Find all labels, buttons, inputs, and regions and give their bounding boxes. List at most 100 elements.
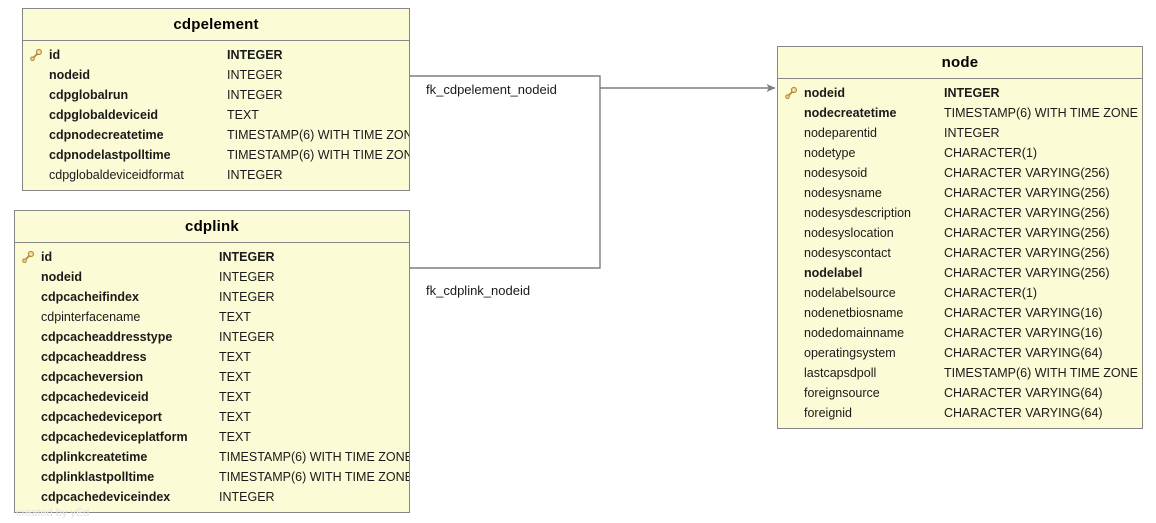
attribute-row: nodeid INTEGER <box>23 65 409 85</box>
attribute-name: nodeid <box>49 68 90 82</box>
attribute-name: cdpcacheifindex <box>41 290 139 304</box>
entity-title-cdpelement: cdpelement <box>23 9 409 41</box>
attribute-type: TIMESTAMP(6) WITH TIME ZONE <box>227 128 409 142</box>
attribute-type: INTEGER <box>227 68 283 82</box>
entity-title-cdplink: cdplink <box>15 211 409 243</box>
attribute-name: id <box>49 48 61 62</box>
attribute-row: nodeparentid INTEGER <box>778 123 1142 143</box>
primary-key-icon <box>778 86 804 100</box>
attribute-name: cdpglobaldeviceid <box>49 108 159 122</box>
attribute-name: nodecreatetime <box>804 106 897 120</box>
attribute-row: cdpcachedeviceindex INTEGER <box>15 487 409 507</box>
attribute-type: INTEGER <box>227 48 283 62</box>
attribute-row: cdpcacheaddress TEXT <box>15 347 409 367</box>
attribute-row: id INTEGER <box>23 45 409 65</box>
attribute-row: lastcapsdpoll TIMESTAMP(6) WITH TIME ZON… <box>778 363 1142 383</box>
attribute-type: TEXT <box>227 108 259 122</box>
attribute-row: cdpglobaldeviceidformat INTEGER <box>23 165 409 185</box>
attribute-row: nodesysname CHARACTER VARYING(256) <box>778 183 1142 203</box>
attribute-name: cdpcachedeviceplatform <box>41 430 188 444</box>
attribute-name: cdpcacheversion <box>41 370 144 384</box>
attribute-name: nodesyscontact <box>804 246 891 260</box>
attribute-name: lastcapsdpoll <box>804 366 877 380</box>
attribute-type: CHARACTER VARYING(16) <box>944 306 1103 320</box>
attribute-type: CHARACTER VARYING(256) <box>944 226 1110 240</box>
attribute-name: cdpglobalrun <box>49 88 129 102</box>
attribute-row: nodesyslocation CHARACTER VARYING(256) <box>778 223 1142 243</box>
attribute-type: INTEGER <box>219 290 275 304</box>
attribute-name: cdpnodelastpolltime <box>49 148 171 162</box>
diagram-watermark: created by yEd <box>16 507 90 519</box>
entity-table-cdplink[interactable]: cdplink id INTEGER nodeid INTEGER cdpcac… <box>14 210 410 513</box>
attribute-type: TEXT <box>219 370 251 384</box>
attribute-name: operatingsystem <box>804 346 896 360</box>
attribute-type: INTEGER <box>219 330 275 344</box>
attribute-name: foreignsource <box>804 386 880 400</box>
attribute-row: foreignid CHARACTER VARYING(64) <box>778 403 1142 423</box>
attribute-row: nodesysoid CHARACTER VARYING(256) <box>778 163 1142 183</box>
attribute-type: INTEGER <box>227 88 283 102</box>
attribute-type: CHARACTER VARYING(64) <box>944 346 1103 360</box>
attribute-type: CHARACTER(1) <box>944 146 1038 160</box>
attribute-name: nodeid <box>41 270 82 284</box>
attribute-row: nodeid INTEGER <box>778 83 1142 103</box>
attribute-name: cdplinkcreatetime <box>41 450 148 464</box>
attribute-name: nodelabel <box>804 266 863 280</box>
attribute-row: cdpcacheaddresstype INTEGER <box>15 327 409 347</box>
attribute-type: TIMESTAMP(6) WITH TIME ZONE <box>944 366 1138 380</box>
attribute-row: cdpcachedeviceid TEXT <box>15 387 409 407</box>
entity-table-node[interactable]: node nodeid INTEGER nodecreatetime TIMES… <box>777 46 1143 429</box>
attribute-row: cdpinterfacename TEXT <box>15 307 409 327</box>
attribute-type: TIMESTAMP(6) WITH TIME ZONE <box>219 450 409 464</box>
attribute-type: INTEGER <box>944 86 1000 100</box>
attribute-type: CHARACTER VARYING(64) <box>944 406 1103 420</box>
attribute-type: CHARACTER VARYING(256) <box>944 206 1110 220</box>
attribute-row: nodesysdescription CHARACTER VARYING(256… <box>778 203 1142 223</box>
attribute-row: nodelabel CHARACTER VARYING(256) <box>778 263 1142 283</box>
attribute-row: nodenetbiosname CHARACTER VARYING(16) <box>778 303 1142 323</box>
attribute-row: nodedomainname CHARACTER VARYING(16) <box>778 323 1142 343</box>
attribute-type: TEXT <box>219 350 251 364</box>
attribute-type: CHARACTER VARYING(256) <box>944 266 1110 280</box>
attribute-type: TEXT <box>219 410 251 424</box>
entity-attributes-cdplink: id INTEGER nodeid INTEGER cdpcacheifinde… <box>15 243 409 512</box>
attribute-type: INTEGER <box>227 168 283 182</box>
attribute-name: cdpcacheaddresstype <box>41 330 173 344</box>
attribute-name: cdpcachedeviceindex <box>41 490 171 504</box>
attribute-type: CHARACTER VARYING(256) <box>944 186 1110 200</box>
relationship-label-fk-cdplink-nodeid: fk_cdplink_nodeid <box>426 283 531 298</box>
attribute-row: operatingsystem CHARACTER VARYING(64) <box>778 343 1142 363</box>
attribute-name: cdpcachedeviceid <box>41 390 149 404</box>
entity-attributes-node: nodeid INTEGER nodecreatetime TIMESTAMP(… <box>778 79 1142 428</box>
relationship-label-fk-cdpelement-nodeid: fk_cdpelement_nodeid <box>426 82 557 97</box>
attribute-type: TEXT <box>219 430 251 444</box>
attribute-name: foreignid <box>804 406 852 420</box>
attribute-name: cdplinklastpolltime <box>41 470 155 484</box>
attribute-name: cdpglobaldeviceidformat <box>49 168 184 182</box>
attribute-type: TEXT <box>219 310 251 324</box>
attribute-type: CHARACTER VARYING(16) <box>944 326 1103 340</box>
attribute-type: TIMESTAMP(6) WITH TIME ZONE <box>219 470 409 484</box>
attribute-row: cdpnodecreatetime TIMESTAMP(6) WITH TIME… <box>23 125 409 145</box>
entity-table-cdpelement[interactable]: cdpelement id INTEGER nodeid INTEGER cdp… <box>22 8 410 191</box>
attribute-name: nodeid <box>804 86 845 100</box>
attribute-row: nodeid INTEGER <box>15 267 409 287</box>
attribute-row: cdplinkcreatetime TIMESTAMP(6) WITH TIME… <box>15 447 409 467</box>
attribute-name: nodeparentid <box>804 126 877 140</box>
primary-key-icon <box>23 48 49 62</box>
attribute-row: cdpglobalrun INTEGER <box>23 85 409 105</box>
attribute-row: cdplinklastpolltime TIMESTAMP(6) WITH TI… <box>15 467 409 487</box>
attribute-type: CHARACTER(1) <box>944 286 1038 300</box>
attribute-name: nodesysdescription <box>804 206 912 220</box>
attribute-type: CHARACTER VARYING(64) <box>944 386 1103 400</box>
attribute-type: INTEGER <box>944 126 1000 140</box>
attribute-name: cdpcacheaddress <box>41 350 147 364</box>
attribute-name: nodedomainname <box>804 326 905 340</box>
connector-fk-cdplink-nodeid <box>410 88 601 269</box>
attribute-name: nodesysoid <box>804 166 868 180</box>
attribute-name: nodenetbiosname <box>804 306 904 320</box>
attribute-row: cdpnodelastpolltime TIMESTAMP(6) WITH TI… <box>23 145 409 165</box>
attribute-name: nodesysname <box>804 186 882 200</box>
entity-title-node: node <box>778 47 1142 79</box>
attribute-row: cdpcacheversion TEXT <box>15 367 409 387</box>
